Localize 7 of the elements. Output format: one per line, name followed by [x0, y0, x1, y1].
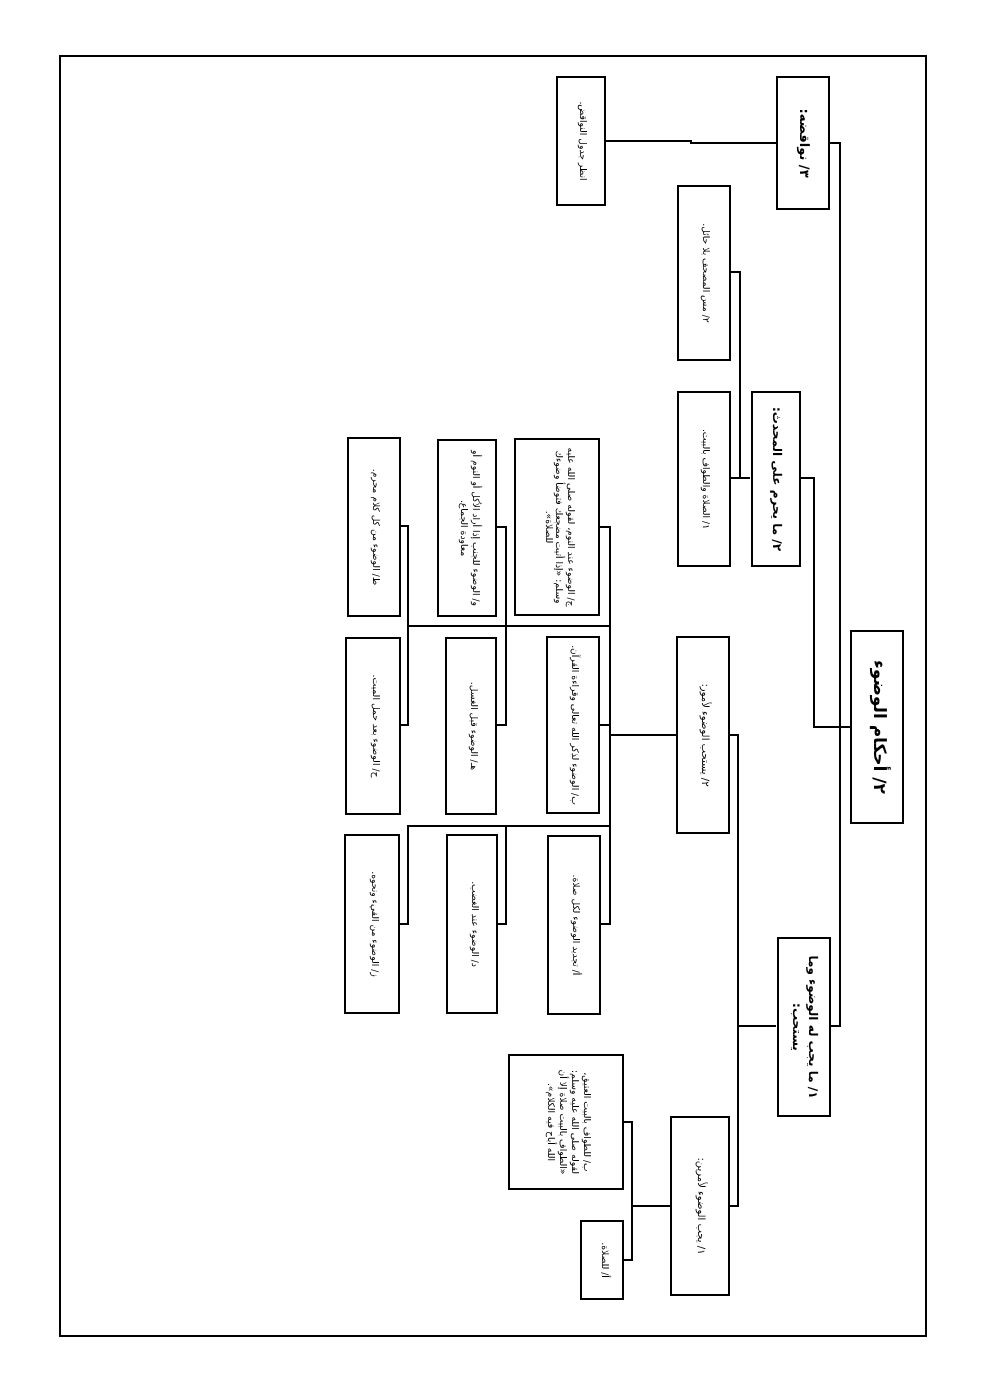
connector-line [605, 140, 777, 144]
heading-box: ٢/ أحكام الوضوء [850, 630, 904, 824]
connector-line [729, 271, 751, 479]
connector-line [623, 1121, 671, 1207]
connector-line [399, 525, 677, 736]
connector-line [729, 734, 777, 1027]
connector-line [829, 142, 851, 728]
